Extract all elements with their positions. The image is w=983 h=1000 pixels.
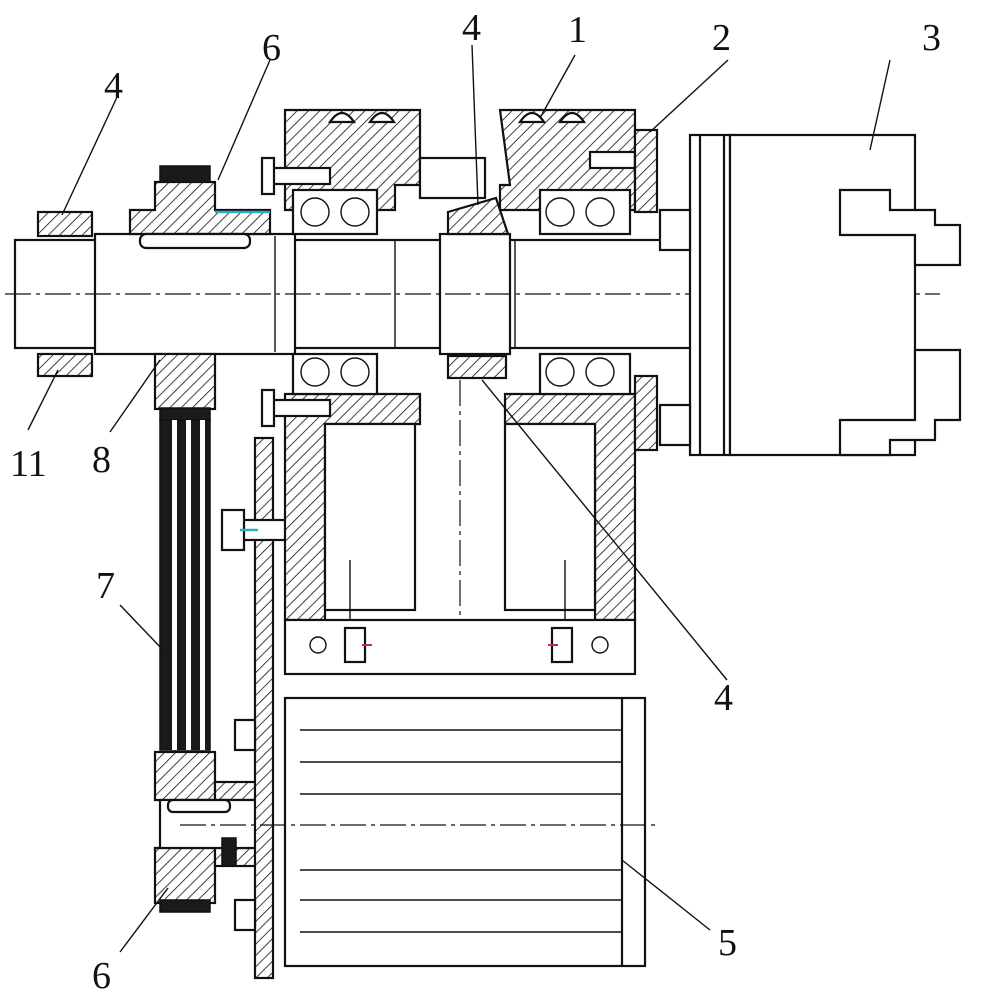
label-7: 7: [96, 565, 115, 607]
motor: [180, 696, 655, 968]
mounting-plate: [220, 436, 322, 980]
upper-pulley: [128, 165, 272, 421]
label-11: 11: [10, 443, 47, 485]
label-4-bottom: 4: [714, 677, 733, 719]
label-8: 8: [92, 439, 111, 481]
drive-belt: [159, 419, 211, 751]
label-2: 2: [712, 17, 731, 59]
label-5: 5: [718, 922, 737, 964]
leader-lines: [27, 44, 891, 953]
lock-nut-middle: [446, 196, 510, 380]
end-cover: [633, 128, 659, 452]
label-6-top: 6: [262, 27, 281, 69]
label-1: 1: [568, 9, 587, 51]
label-4-top-left: 4: [104, 65, 123, 107]
lower-pulley: [153, 750, 262, 913]
label-3: 3: [922, 17, 941, 59]
bearing-housing: [260, 108, 657, 676]
chuck: [658, 133, 962, 457]
label-4-top-middle: 4: [462, 7, 481, 49]
lock-nut-left: [36, 210, 94, 378]
callout-labels: 1 2 3 4 4 4 5 6 6 7 8 11: [10, 7, 941, 997]
label-6-bottom: 6: [92, 955, 111, 997]
main-shaft: [5, 232, 940, 356]
